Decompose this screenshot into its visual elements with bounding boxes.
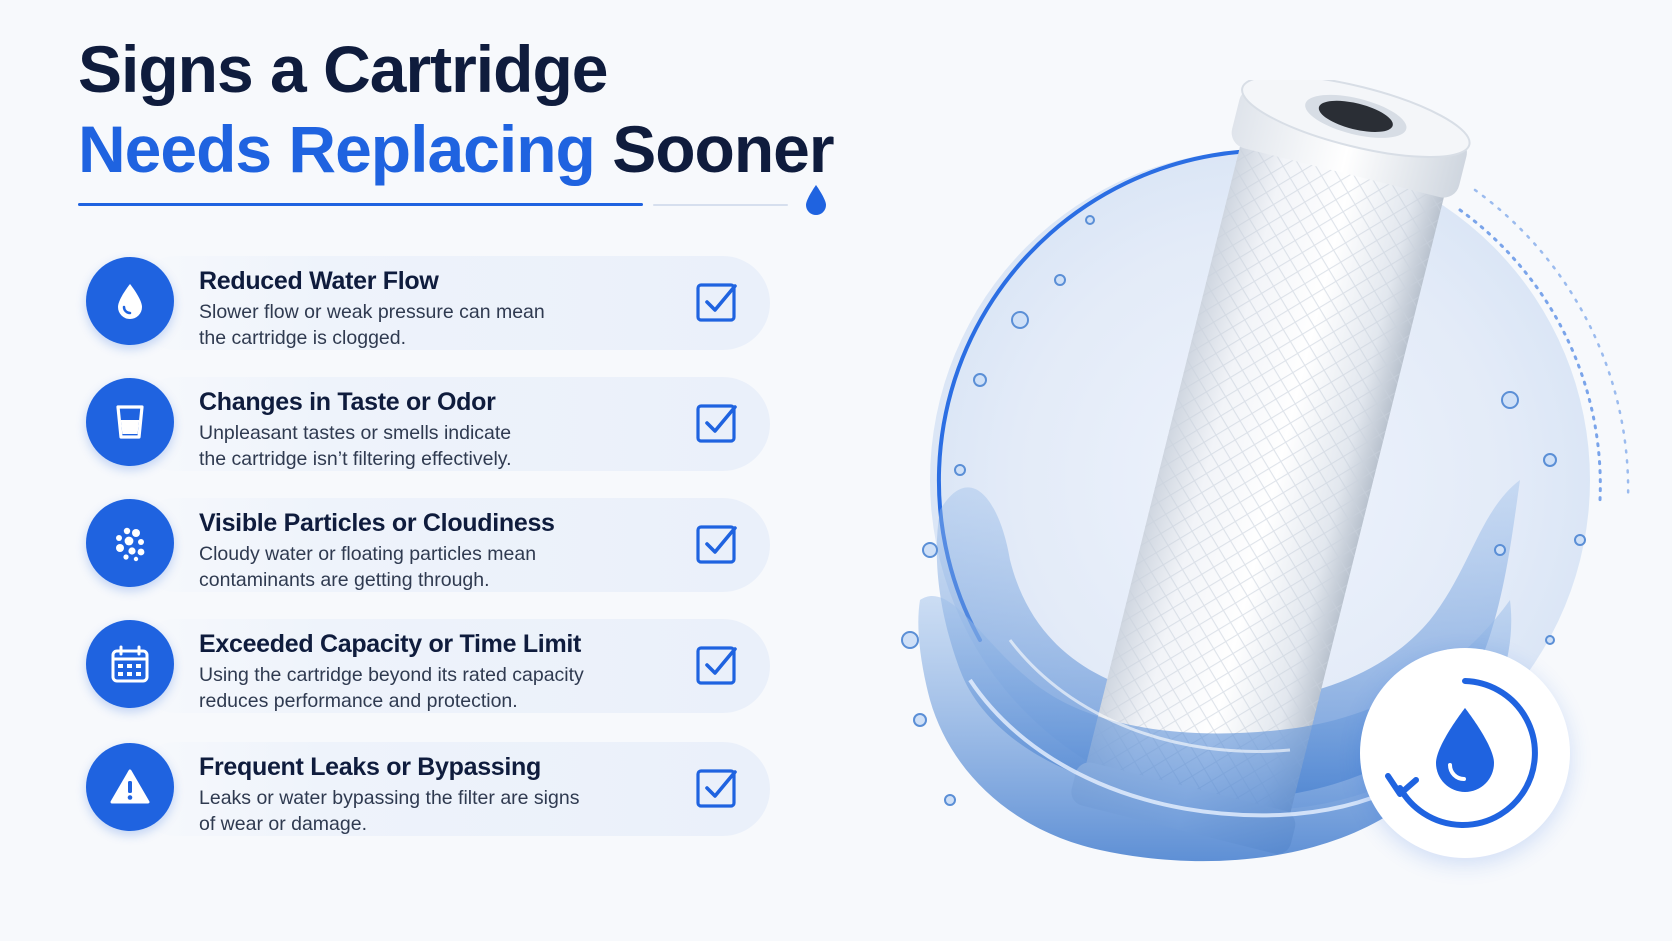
sign-badge bbox=[86, 378, 174, 466]
water-drop-icon bbox=[118, 284, 142, 319]
water-drop-accent-icon bbox=[806, 185, 826, 215]
title-underline-light bbox=[653, 204, 788, 206]
sign-badge bbox=[86, 257, 174, 345]
page-title: Signs a Cartridge Needs Replacing Sooner bbox=[78, 32, 835, 182]
glass-icon bbox=[116, 405, 144, 439]
sign-item-taste-odor: Changes in Taste or Odor Unpleasant tast… bbox=[82, 373, 770, 471]
calendar-icon bbox=[111, 645, 149, 683]
title-line-2: Needs Replacing Sooner bbox=[78, 116, 835, 182]
checkbox-checked-icon bbox=[696, 404, 737, 443]
sign-item-particles: Visible Particles or Cloudiness Cloudy w… bbox=[82, 494, 770, 592]
sign-title: Exceeded Capacity or Time Limit bbox=[199, 630, 582, 658]
sign-description: Using the cartridge beyond its rated cap… bbox=[199, 664, 584, 712]
sign-card-background bbox=[130, 377, 770, 471]
checkbox-checked-icon bbox=[696, 283, 737, 322]
checkbox-checked-icon bbox=[696, 646, 737, 685]
sign-card-background bbox=[130, 619, 770, 713]
replace-cycle-badge bbox=[1360, 648, 1570, 858]
filter-cartridge-illustration bbox=[901, 80, 1630, 862]
sign-badge bbox=[86, 743, 174, 831]
title-line-1: Signs a Cartridge bbox=[78, 32, 608, 106]
sign-card-background bbox=[130, 498, 770, 592]
sign-title: Visible Particles or Cloudiness bbox=[199, 509, 555, 537]
sign-title: Frequent Leaks or Bypassing bbox=[199, 753, 541, 781]
sign-title: Reduced Water Flow bbox=[199, 267, 439, 295]
sign-badge bbox=[86, 499, 174, 587]
sign-badge bbox=[86, 620, 174, 708]
particles-icon bbox=[116, 527, 145, 562]
title-highlight: Needs Replacing bbox=[78, 112, 596, 186]
sign-card-background bbox=[130, 742, 770, 836]
refresh-water-drop-icon bbox=[1385, 678, 1538, 828]
sign-title: Changes in Taste or Odor bbox=[199, 388, 496, 416]
sign-item-leaks: Frequent Leaks or Bypassing Leaks or wat… bbox=[82, 738, 770, 836]
sign-item-reduced-flow: Reduced Water Flow Slower flow or weak p… bbox=[82, 252, 770, 350]
checkbox-checked-icon bbox=[696, 769, 737, 808]
sign-description: Leaks or water bypassing the filter are … bbox=[199, 787, 580, 835]
warning-icon bbox=[110, 769, 150, 804]
title-rest: Sooner bbox=[612, 112, 834, 186]
sign-item-capacity: Exceeded Capacity or Time Limit Using th… bbox=[82, 615, 770, 713]
title-underline bbox=[78, 203, 643, 206]
checkbox-checked-icon bbox=[696, 525, 737, 564]
sign-card-background bbox=[130, 256, 770, 350]
